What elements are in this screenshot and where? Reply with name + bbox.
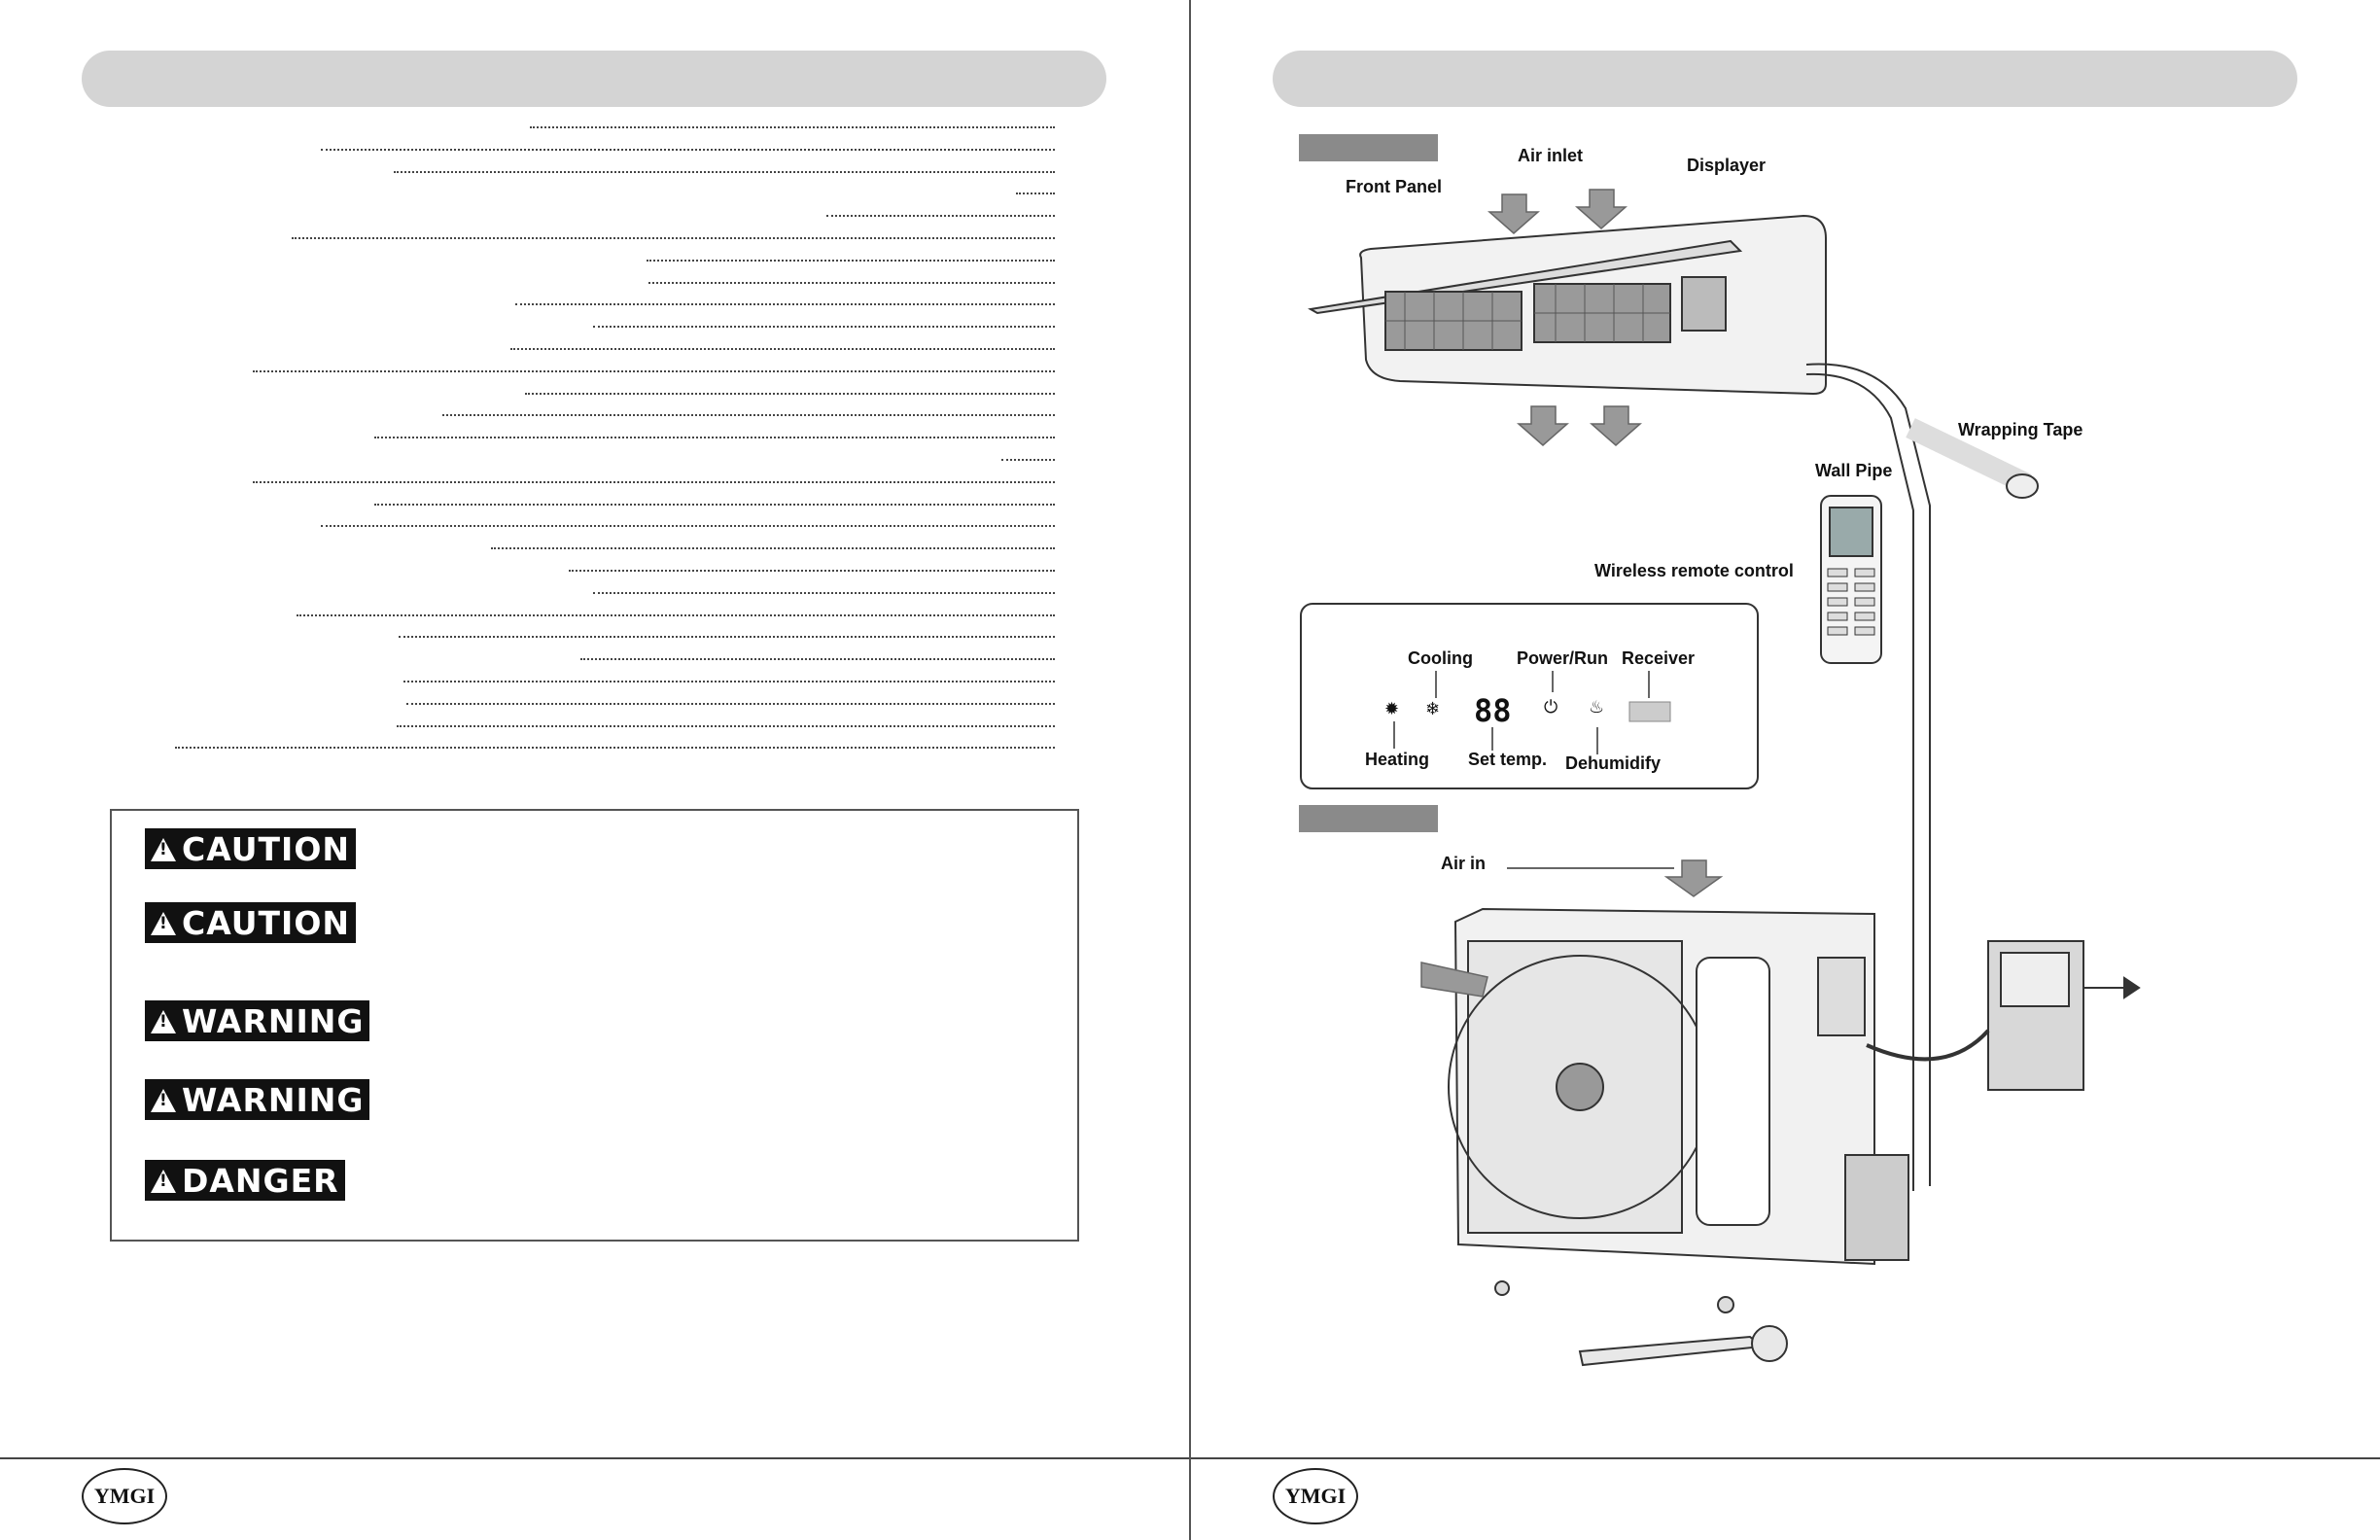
toc-leader-line [374, 437, 1055, 439]
toc-leader-line [1016, 192, 1055, 195]
toc-leader-line [394, 170, 1055, 173]
right-footer-line [1191, 1457, 2380, 1459]
toc-leader-line [826, 215, 1055, 218]
remote-label: Wireless remote control [1594, 561, 1794, 580]
remote-control [1820, 495, 1882, 664]
toc-leader-line [292, 237, 1055, 239]
front-panel-label: Front Panel [1346, 177, 1443, 196]
caution-badge: CAUTION [145, 902, 356, 943]
right-header-bar [1273, 51, 2297, 107]
dehumidify-label: Dehumidify [1565, 753, 1662, 773]
wrapping-tape-label: Wrapping Tape [1958, 420, 2083, 439]
table-of-contents [83, 126, 1055, 778]
danger-badge: DANGER [145, 1160, 345, 1201]
heating-label: Heating [1365, 750, 1430, 769]
receiver-window [1628, 701, 1671, 722]
display-panel-box [1300, 603, 1759, 789]
right-footer-logo: YMGI [1273, 1468, 1358, 1524]
wall-pipe [1805, 363, 2039, 1191]
toc-leader-line [442, 414, 1055, 417]
warning-triangle-icon [151, 1089, 176, 1112]
warning-triangle-icon [151, 912, 176, 935]
disconnect-box [1866, 940, 2141, 1091]
warning-triangle-icon [151, 838, 176, 861]
toc-leader-line [175, 747, 1055, 750]
left-footer-line [0, 1457, 1189, 1459]
air-in-label: Air in [1441, 854, 1487, 873]
toc-leader-line [530, 126, 1055, 128]
toc-leader-line [297, 613, 1055, 616]
toc-leader-line [1001, 459, 1055, 461]
toc-leader-line [397, 724, 1055, 727]
indoor-unit [1308, 214, 1827, 396]
nut-icon [1717, 1296, 1734, 1313]
outdoor-airflow-arrows [1420, 859, 1724, 998]
cooling-label: Cooling [1408, 648, 1473, 668]
toc-leader-line [403, 681, 1055, 682]
warning-triangle-icon [151, 1010, 176, 1033]
toc-leader-line [399, 636, 1055, 639]
toc-leader-line [525, 392, 1055, 395]
airflow-arrows [1488, 189, 1642, 446]
toc-leader-line [593, 326, 1055, 329]
toc-leader-line [374, 503, 1055, 506]
nut-icon [1494, 1280, 1510, 1296]
power-icon: ⏻ [1544, 697, 1558, 718]
power-run-label: Power/Run [1517, 648, 1609, 668]
heating-icon: ✹ [1384, 699, 1400, 719]
toc-leader-line [569, 570, 1055, 572]
left-header-bar [82, 51, 1106, 107]
toc-leader-line [510, 348, 1055, 350]
toc-leader-line [253, 480, 1055, 483]
outdoor-unit-tag [1299, 805, 1438, 832]
air-inlet-label: Air inlet [1518, 146, 1584, 165]
safety-signal-box: CAUTION CAUTION WARNING WARNING DANGER [110, 809, 1079, 1242]
left-footer-logo: YMGI [82, 1468, 167, 1524]
toc-leader-line [580, 658, 1055, 661]
outdoor-unit [1448, 907, 1909, 1266]
cooling-icon: ❄ [1425, 699, 1441, 719]
set-temp-label: Set temp. [1468, 750, 1548, 769]
displayer-label: Displayer [1687, 156, 1767, 175]
toc-leader-line [321, 525, 1055, 528]
set-temp-digits: 88 [1474, 692, 1512, 729]
toc-leader-line [647, 259, 1055, 262]
toc-leader-line [515, 303, 1055, 306]
wrench-icon [1578, 1325, 1788, 1367]
warning-badge: WARNING [145, 1079, 370, 1120]
dehumidify-icon: ♨ [1589, 697, 1605, 718]
toc-leader-line [491, 547, 1055, 550]
indoor-unit-tag [1299, 134, 1438, 161]
toc-leader-line [253, 369, 1055, 372]
toc-leader-line [593, 591, 1055, 594]
receiver-label: Receiver [1622, 648, 1696, 668]
warning-triangle-icon [151, 1170, 176, 1193]
toc-leader-line [648, 281, 1055, 284]
wall-pipe-label: Wall Pipe [1815, 461, 1893, 480]
caution-badge: CAUTION [145, 828, 356, 869]
display-panel-leaders [1393, 671, 1650, 754]
toc-leader-line [406, 702, 1055, 705]
warning-badge: WARNING [145, 1000, 370, 1041]
page-divider [1189, 0, 1191, 1540]
toc-leader-line [321, 148, 1055, 151]
